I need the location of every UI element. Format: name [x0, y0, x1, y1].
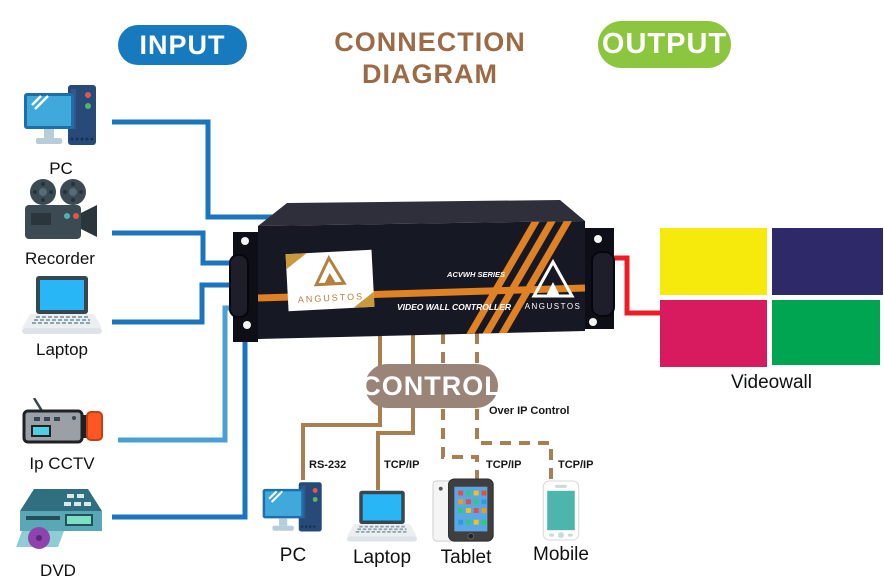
protocol-tcpip-tablet-label: TCP/IP — [486, 459, 522, 471]
input-node-laptop: Laptop — [16, 274, 108, 360]
control-mobile-label: Mobile — [533, 544, 589, 565]
ip-cctv-icon — [22, 398, 103, 444]
pc-icon — [24, 85, 96, 145]
device-right-handle — [591, 251, 615, 317]
protocol-rs232-label: RS-232 — [309, 459, 347, 471]
device-series-text: ACVWH SERIES — [446, 270, 505, 279]
input-dvd-label: DVD — [40, 561, 76, 580]
videowall-output-line — [606, 255, 662, 316]
control-laptop-label: Laptop — [352, 547, 412, 568]
videowall-tile-1 — [660, 228, 767, 295]
laptop-icon — [22, 276, 102, 334]
protocol-tcpip-laptop-label: TCP/IP — [384, 459, 420, 471]
recorder-input-line — [112, 230, 236, 266]
over-ip-control-label: Over IP Control — [489, 405, 570, 417]
control-pc-label: PC — [279, 545, 307, 566]
tablet-icon — [432, 478, 494, 542]
device-left-handle — [229, 254, 249, 318]
title-line-1: CONNECTION — [334, 27, 526, 57]
videowall-tile-4 — [772, 300, 880, 365]
output-badge: OUTPUT — [598, 21, 731, 68]
input-recorder-label: Recorder — [25, 249, 95, 268]
input-node-dvd: DVD — [8, 483, 108, 581]
control-node-tablet: Tablet — [428, 477, 504, 569]
device-logo-right: ANGUSTOS — [525, 258, 582, 311]
input-node-pc: PC — [14, 83, 108, 179]
input-node-cctv: Ip CCTV — [14, 398, 110, 474]
device-front-label: ANGUSTOS — [285, 249, 375, 312]
dvd-icon — [16, 489, 102, 549]
dvd-input-line — [112, 329, 272, 520]
recorder-icon — [25, 179, 97, 239]
control-badge: CONTROL — [361, 364, 501, 408]
laptop-input-line — [112, 282, 236, 325]
control-tablet-label: Tablet — [440, 547, 492, 568]
control-node-pc: PC — [258, 479, 328, 567]
videowall-tile-2 — [772, 228, 883, 295]
device-brand-left: ANGUSTOS — [298, 291, 365, 304]
device-brand-right: ANGUSTOS — [525, 302, 582, 311]
diagram-title: CONNECTION DIAGRAM — [318, 26, 542, 90]
input-cctv-label: Ip CCTV — [29, 454, 95, 473]
device-product-text: VIDEO WALL CONTROLLER — [397, 302, 512, 312]
input-badge: INPUT — [118, 25, 247, 65]
pc-icon — [262, 482, 322, 532]
rs232-control-line — [301, 333, 382, 480]
control-node-laptop: Laptop — [344, 489, 420, 569]
title-line-2: DIAGRAM — [362, 59, 498, 89]
mobile-icon — [542, 480, 580, 541]
video-wall-controller: ANGUSTOS ACVWH SERIES VIDEO WALL CONTROL… — [229, 200, 615, 342]
pc-input-line — [112, 119, 292, 220]
input-node-recorder: Recorder — [12, 177, 108, 269]
videowall-tile-3 — [660, 300, 767, 367]
videowall-label: Videowall — [731, 372, 812, 393]
protocol-tcpip-mobile-label: TCP/IP — [558, 459, 594, 471]
input-pc-label: PC — [49, 159, 73, 178]
device-top-face — [258, 200, 585, 226]
laptop-icon — [347, 490, 417, 542]
control-node-mobile: Mobile — [530, 479, 592, 566]
input-laptop-label: Laptop — [36, 340, 88, 359]
